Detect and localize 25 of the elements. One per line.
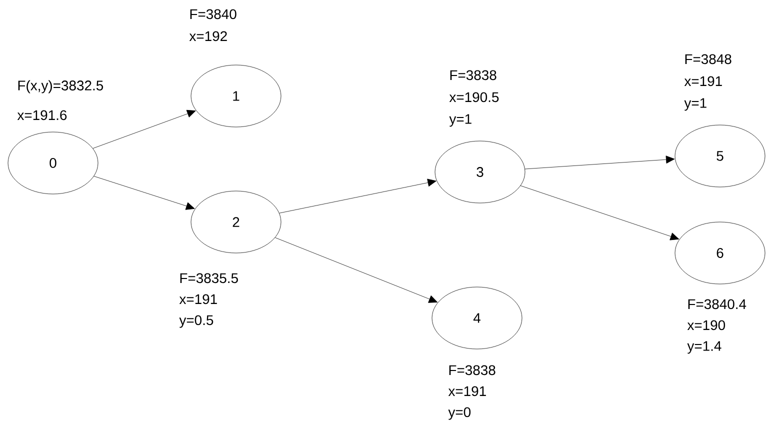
node-annotation: x=191.6 bbox=[17, 110, 67, 120]
node-annotation: F=3838 bbox=[450, 70, 496, 80]
node-annotation: x=191 bbox=[448, 386, 486, 396]
node-annotation: y=0 bbox=[448, 407, 471, 420]
node-annotation: F=3840.4 bbox=[688, 299, 746, 310]
arrow bbox=[94, 176, 195, 210]
node-annotation: x=190.5 bbox=[449, 92, 499, 102]
node-annotation: x=192 bbox=[189, 31, 227, 42]
node-annotation: x=191 bbox=[179, 294, 217, 304]
arrow bbox=[92, 110, 196, 149]
arrow bbox=[524, 156, 675, 170]
node-annotation: F=3848 bbox=[685, 54, 732, 64]
node-annotation: x=191 bbox=[684, 76, 722, 86]
node-annotation: y=0.5 bbox=[179, 315, 214, 328]
node-annotation: F=3835.5 bbox=[180, 273, 238, 284]
node-annotation: y=1 bbox=[449, 114, 472, 127]
node-annotation: x=190 bbox=[687, 320, 726, 330]
node-annotation: F=3840 bbox=[190, 9, 236, 20]
arrow bbox=[274, 237, 438, 303]
arrow bbox=[520, 186, 680, 240]
node-annotation: F(x,y)=3832.5 bbox=[18, 80, 104, 94]
node-annotation: y=1 bbox=[684, 98, 706, 111]
node-annotation: F=3838 bbox=[449, 365, 496, 376]
node-annotation: y=1.4 bbox=[687, 341, 722, 354]
arrow bbox=[279, 178, 436, 214]
